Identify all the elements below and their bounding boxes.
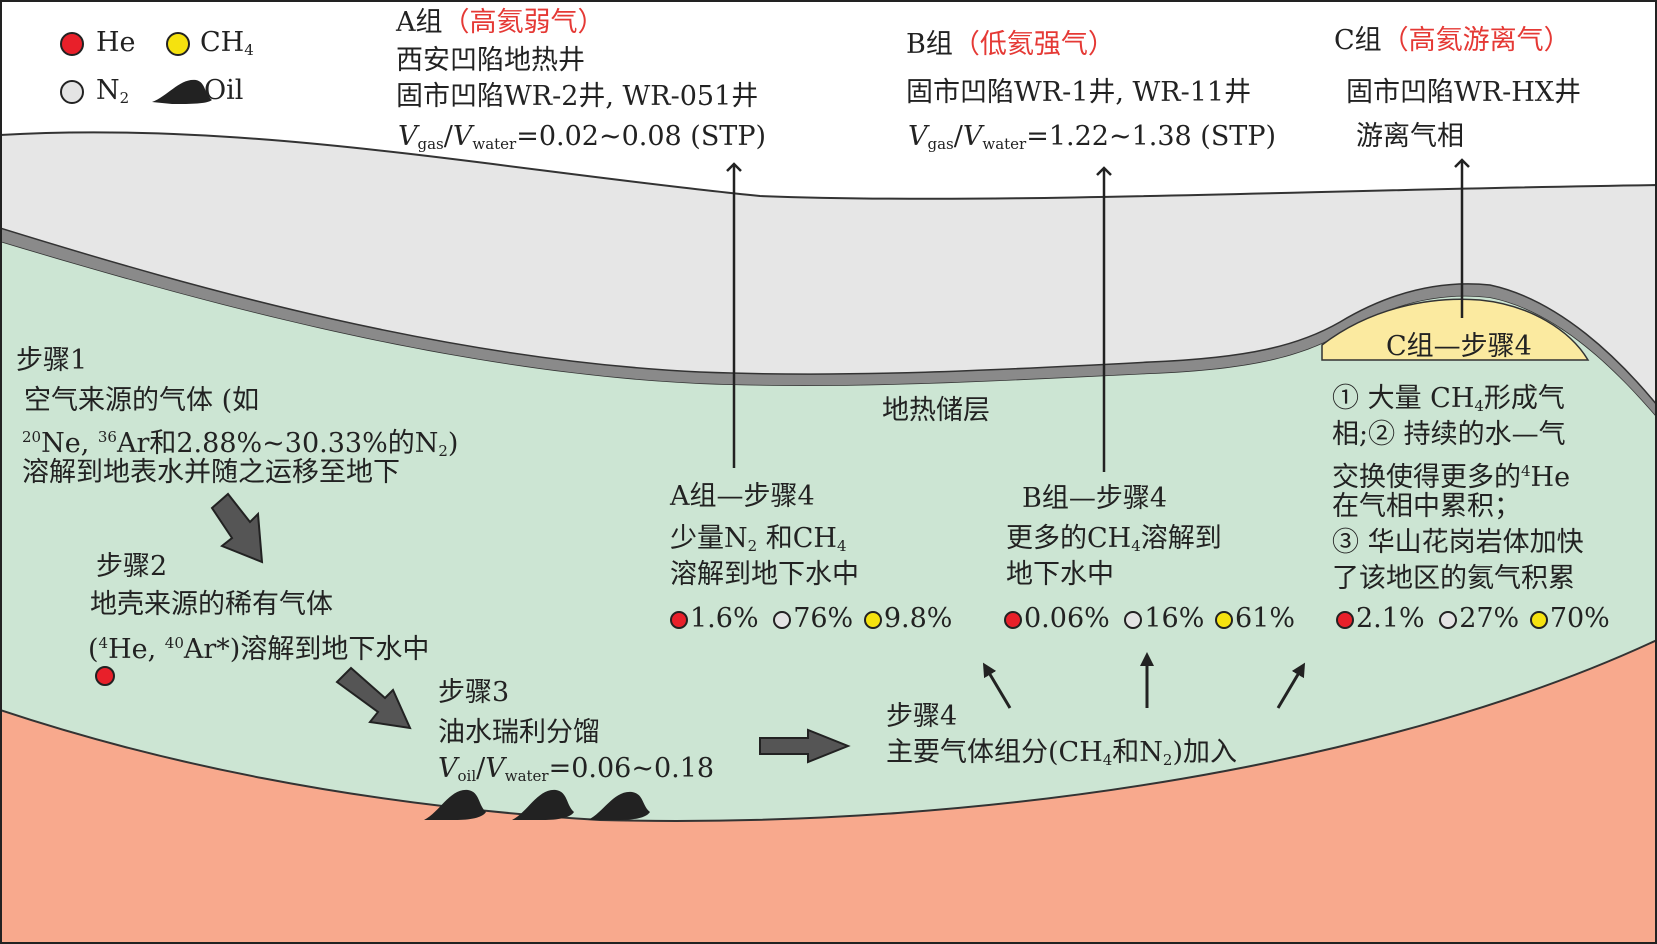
- cap-rock-band: [0, 227, 1657, 420]
- step3-line1: 油水瑞利分馏: [438, 717, 600, 748]
- gas-cap: [1321, 298, 1590, 361]
- basement-layer: [0, 638, 1657, 944]
- he-dot-icon: [1336, 611, 1354, 629]
- group-c-line2: 游离气相: [1356, 121, 1464, 152]
- c-step4-line2: 相;② 持续的水—气: [1332, 419, 1566, 450]
- step2-line2: (4He, 40Ar*)溶解到地下水中: [88, 634, 430, 665]
- step1-line3: 溶解到地表水并随之运移至地下: [22, 457, 400, 488]
- gas-cap-label: C组—步骤4: [1386, 331, 1532, 362]
- aquifer-layer: [0, 242, 1657, 821]
- legend-oil-label: Oil: [204, 75, 244, 106]
- step4-title: 步骤4: [886, 701, 958, 732]
- a-step4-composition: 1.6% 76% 9.8%: [670, 602, 952, 636]
- group-c-line1: 固市凹陷WR-HX井: [1346, 77, 1581, 108]
- c-step4-line1: ① 大量 CH4形成气: [1332, 383, 1565, 415]
- oil-blob-1: [424, 789, 486, 820]
- n2-dot-icon: [1439, 611, 1458, 629]
- b-step4-line1: 更多的CH4溶解到: [1006, 523, 1222, 555]
- step1-line1: 空气来源的气体 (如: [24, 385, 260, 416]
- b-step4-title: B组—步骤4: [1022, 483, 1168, 514]
- he-dot-icon: [670, 611, 688, 629]
- step4-line1: 主要气体组分(CH4和N2)加入: [886, 737, 1238, 769]
- he-dot-icon: [1004, 611, 1022, 629]
- ch4-dot-icon: [1529, 611, 1548, 629]
- legend-ch4-label: CH4: [200, 27, 254, 60]
- a-step4-line2: 溶解到地下水中: [670, 559, 859, 590]
- he-dot-step2: [95, 666, 115, 686]
- group-a-title: A组（高氦弱气）: [396, 7, 605, 38]
- legend-ch4-icon: [166, 32, 190, 56]
- reservoir-label: 地热储层: [882, 395, 990, 426]
- ch4-dot-icon: [1214, 611, 1233, 629]
- oil-blob-2: [512, 789, 574, 820]
- c-step4-line5: ③ 华山花岗岩体加快: [1332, 527, 1584, 558]
- step1-line2: 20Ne, 36Ar和2.88%~30.33%的N2): [22, 428, 459, 460]
- step3-ratio: Voil/Vwater=0.06~0.18: [438, 753, 715, 785]
- legend-he-icon: [60, 32, 84, 56]
- block-arrow-step3-to-4: [759, 728, 851, 764]
- step2-line1: 地壳来源的稀有气体: [90, 589, 333, 620]
- legend-oil-icon: [152, 79, 212, 104]
- b-step4-composition: 0.06% 16% 61%: [1004, 602, 1295, 636]
- group-c-title: C组（高氦游离气）: [1334, 25, 1571, 56]
- step1-title: 步骤1: [16, 345, 88, 376]
- legend-n2-icon: [60, 80, 84, 104]
- step2-title: 步骤2: [96, 551, 168, 582]
- c-step4-line6: 了该地区的氦气积累: [1332, 563, 1575, 594]
- a-step4-line1: 少量N2 和CH4: [670, 523, 847, 555]
- b-step4-line2: 地下水中: [1006, 559, 1114, 590]
- arrow-step4-right: [1276, 662, 1306, 709]
- legend-he-label: He: [96, 27, 136, 58]
- group-b-ratio: Vgas/Vwater=1.22~1.38 (STP): [908, 121, 1277, 153]
- group-a-line2: 固市凹陷WR-2井, WR-051井: [396, 81, 759, 112]
- legend-n2-label: N2: [96, 75, 130, 108]
- a-step4-title: A组—步骤4: [670, 481, 815, 512]
- n2-dot-icon: [773, 611, 792, 629]
- step3-title: 步骤3: [438, 677, 510, 708]
- n2-dot-icon: [1124, 611, 1143, 629]
- group-a-ratio: Vgas/Vwater=0.02~0.08 (STP): [398, 121, 767, 153]
- c-step4-composition: 2.1% 27% 70%: [1336, 602, 1610, 636]
- group-b-title: B组（低氦强气）: [906, 29, 1115, 60]
- block-arrow-step1-to-2: [210, 492, 264, 564]
- group-a-line1: 西安凹陷地热井: [396, 45, 585, 76]
- block-arrow-step2-to-3: [335, 666, 412, 730]
- c-step4-line3: 交换使得更多的4He: [1332, 462, 1571, 493]
- ch4-dot-icon: [863, 611, 882, 629]
- c-step4-line4: 在气相中累积；: [1332, 491, 1521, 522]
- oil-blob-3: [588, 791, 650, 820]
- group-b-line1: 固市凹陷WR-1井, WR-11井: [906, 77, 1252, 108]
- arrow-step4-left: [982, 662, 1012, 709]
